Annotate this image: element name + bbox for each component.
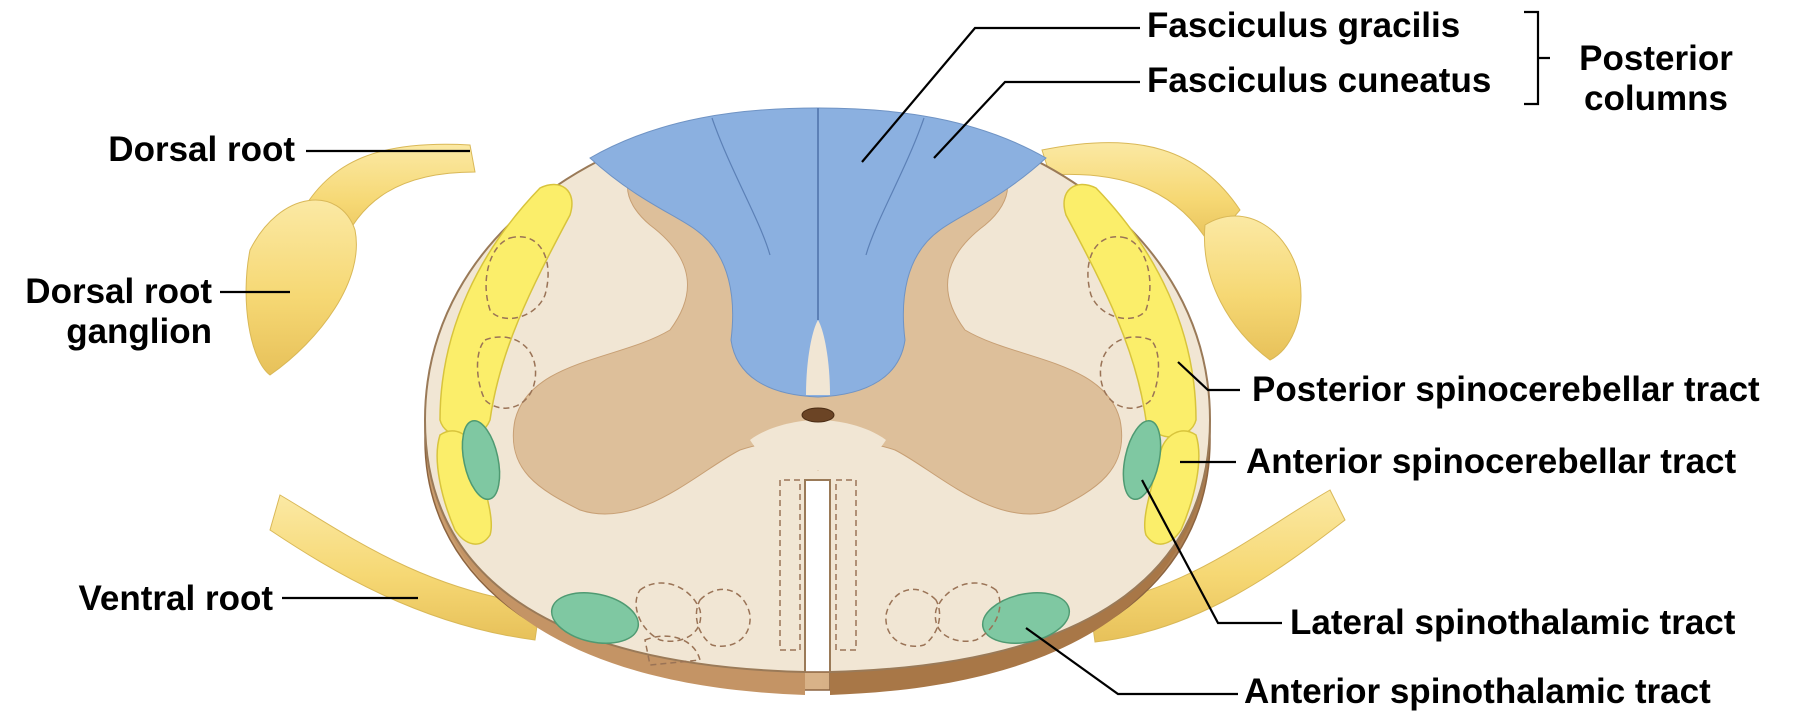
dorsal-root-ganglion-left xyxy=(246,200,356,375)
label-lateral-spinothalamic-tract: Lateral spinothalamic tract xyxy=(1290,603,1735,643)
label-fasciculus-gracilis: Fasciculus gracilis xyxy=(1147,6,1460,46)
label-posterior-columns-line1: Posterior xyxy=(1556,39,1756,79)
label-fasciculus-cuneatus: Fasciculus cuneatus xyxy=(1147,61,1491,101)
label-dorsal-root-ganglion-line1: Dorsal root xyxy=(0,272,212,312)
bracket-posterior-columns xyxy=(1524,12,1550,104)
label-posterior-spinocerebellar-tract: Posterior spinocerebellar tract xyxy=(1252,370,1760,410)
label-anterior-spinocerebellar-tract: Anterior spinocerebellar tract xyxy=(1246,442,1736,482)
label-anterior-spinothalamic-tract: Anterior spinothalamic tract xyxy=(1244,672,1711,712)
dorsal-root-ganglion-right xyxy=(1204,216,1301,360)
label-dorsal-root: Dorsal root xyxy=(40,130,295,170)
label-ventral-root: Ventral root xyxy=(20,579,273,619)
label-dorsal-root-ganglion-line2: ganglion xyxy=(0,312,212,352)
label-posterior-columns-line2: columns xyxy=(1556,79,1756,119)
central-canal xyxy=(802,408,834,422)
